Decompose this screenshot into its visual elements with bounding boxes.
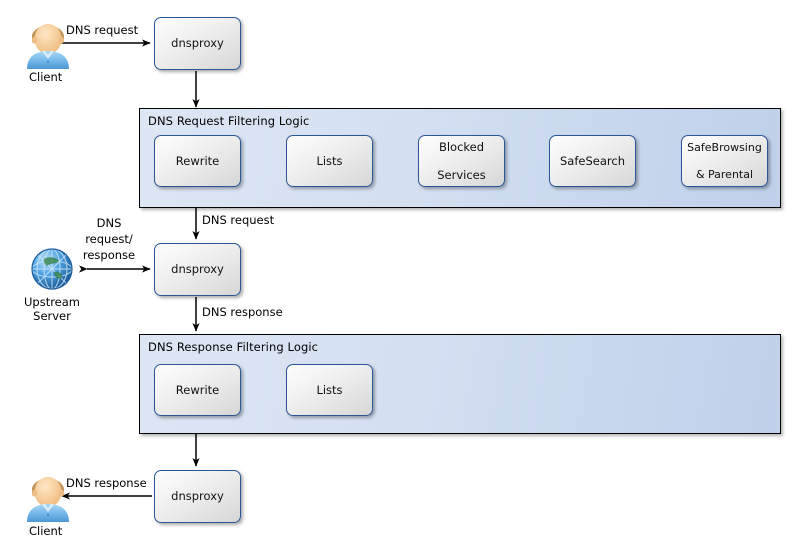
stage-req-rewrite[interactable]: Rewrite — [154, 135, 241, 187]
client-person-icon — [27, 24, 69, 69]
edge-label-proxy-to-client: DNS response — [66, 476, 147, 490]
edge-label-upstream-line2: request/ — [85, 232, 133, 246]
stage-req-safebrowsing-line2: & Parental — [695, 167, 754, 181]
stage-req-safesearch-line1: SafeSearch — [560, 153, 625, 168]
edge-label-client-to-proxy: DNS request — [66, 23, 139, 37]
edge-label-upstream-line1: DNS — [96, 216, 122, 230]
stage-req-lists[interactable]: Lists — [286, 135, 373, 187]
dnsproxy-node-3[interactable]: dnsproxy — [154, 470, 241, 523]
dnsproxy-node-2-label: dnsproxy — [171, 262, 224, 277]
client-top-label: Client — [29, 70, 63, 84]
upstream-server-globe-icon — [31, 248, 73, 290]
group-response-filtering: DNS Response Filtering Logic — [139, 334, 781, 434]
stage-req-safebrowsing[interactable]: SafeBrowsing & Parental — [681, 135, 768, 187]
edge-label-proxy-to-reqfilter: DNS request — [202, 213, 275, 227]
upstream-server-label-line2: Server — [33, 309, 71, 323]
dnsproxy-node-1-label: dnsproxy — [171, 36, 224, 51]
stage-req-rewrite-line1: Rewrite — [175, 153, 220, 168]
dnsproxy-node-1[interactable]: dnsproxy — [154, 17, 241, 70]
stage-req-safebrowsing-line1: SafeBrowsing — [687, 140, 762, 154]
stage-req-safesearch[interactable]: SafeSearch — [549, 135, 636, 187]
dnsproxy-node-3-label: dnsproxy — [171, 489, 224, 504]
stage-resp-rewrite[interactable]: Rewrite — [154, 364, 241, 416]
edge-label-upstream-line3: response — [82, 248, 136, 262]
client-person-icon-bottom — [27, 477, 69, 522]
group-request-filtering-title: DNS Request Filtering Logic — [148, 114, 310, 128]
dnsproxy-node-2[interactable]: dnsproxy — [154, 243, 241, 296]
group-response-filtering-title: DNS Response Filtering Logic — [148, 340, 319, 354]
upstream-server-label-line1: Upstream — [23, 295, 81, 309]
stage-req-lists-line1: Lists — [316, 153, 343, 168]
edge-label-proxy-to-respfilter: DNS response — [202, 305, 283, 319]
stage-req-blocked-services-line1: Blocked — [438, 139, 485, 154]
stage-req-blocked-services-line2: Services — [437, 168, 486, 182]
stage-resp-lists[interactable]: Lists — [286, 364, 373, 416]
stage-req-blocked-services[interactable]: Blocked Services — [418, 135, 505, 187]
stage-resp-lists-line1: Lists — [316, 382, 343, 397]
client-bottom-label: Client — [29, 524, 63, 538]
stage-resp-rewrite-line1: Rewrite — [175, 382, 220, 397]
